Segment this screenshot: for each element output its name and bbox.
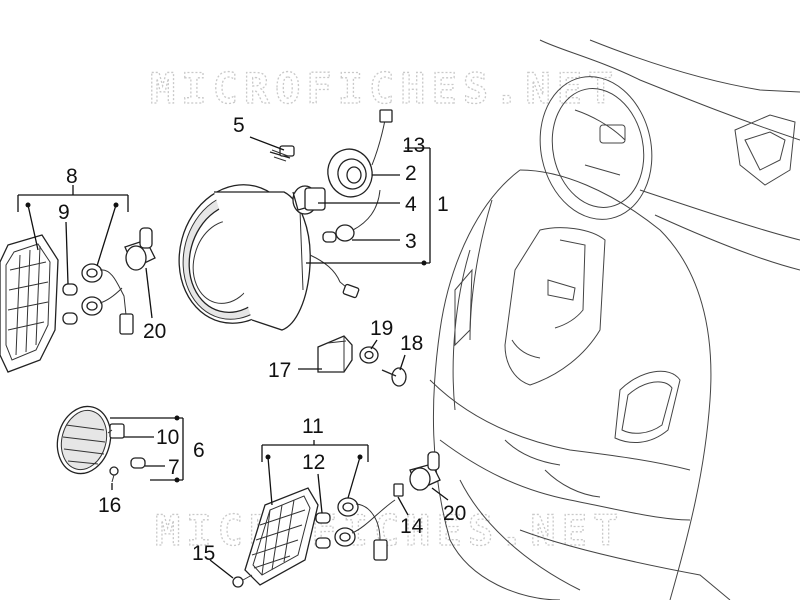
washer-part19 — [359, 346, 379, 364]
callout-18: 18 — [400, 332, 423, 355]
callout-20-left: 20 — [143, 320, 166, 343]
leader-lines — [17, 136, 449, 579]
callout-1: 1 — [437, 193, 449, 216]
callout-13: 13 — [402, 134, 425, 157]
callout-4: 4 — [405, 193, 417, 216]
side-reflector-lens-part11 — [244, 487, 319, 586]
clip-part14 — [393, 483, 404, 497]
callout-20-right: 20 — [443, 502, 466, 525]
callout-7: 7 — [168, 456, 180, 479]
rubber-cap-part20-left — [124, 227, 156, 271]
callout-14: 14 — [400, 515, 424, 538]
callout-5: 5 — [233, 114, 245, 137]
bulb-cover-part2 — [327, 109, 393, 198]
callout-11: 11 — [302, 415, 324, 438]
callout-labels: 5 13 2 4 1 3 8 9 20 17 19 18 10 6 7 16 1… — [58, 114, 466, 565]
callout-8: 8 — [66, 165, 78, 188]
callout-2: 2 — [405, 162, 417, 185]
bulb-and-socket-part12 — [315, 497, 396, 561]
watermark-top: MICROFICHES.NET — [150, 64, 619, 113]
callout-16: 16 — [98, 494, 121, 517]
rubber-cap-part20-right — [409, 451, 441, 491]
headlight-bulb-part4 — [292, 185, 326, 215]
callout-19: 19 — [370, 317, 393, 340]
callout-6: 6 — [193, 439, 205, 462]
screw-part16 — [109, 466, 119, 483]
watermark-bottom: MICROFICHES.NET — [155, 506, 624, 555]
screw-part15 — [232, 574, 253, 588]
scooter-front-body — [429, 39, 800, 600]
callout-9: 9 — [58, 201, 70, 224]
front-indicator-part6 — [56, 405, 125, 475]
parking-bulb-part3 — [322, 189, 381, 243]
headlamp-assembly-part1 — [178, 184, 360, 331]
side-reflector-lens-part8 — [0, 234, 59, 373]
callout-10: 10 — [156, 426, 179, 449]
indicator-bulb-part7 — [130, 457, 146, 469]
screw-part18 — [381, 367, 407, 387]
screw-part5 — [269, 145, 295, 162]
callout-15: 15 — [192, 542, 215, 565]
callout-12: 12 — [302, 451, 325, 474]
bulb-and-socket-part9 — [62, 263, 134, 335]
callout-3: 3 — [405, 230, 417, 253]
bracket-part17 — [317, 335, 353, 373]
callout-17: 17 — [268, 359, 291, 382]
